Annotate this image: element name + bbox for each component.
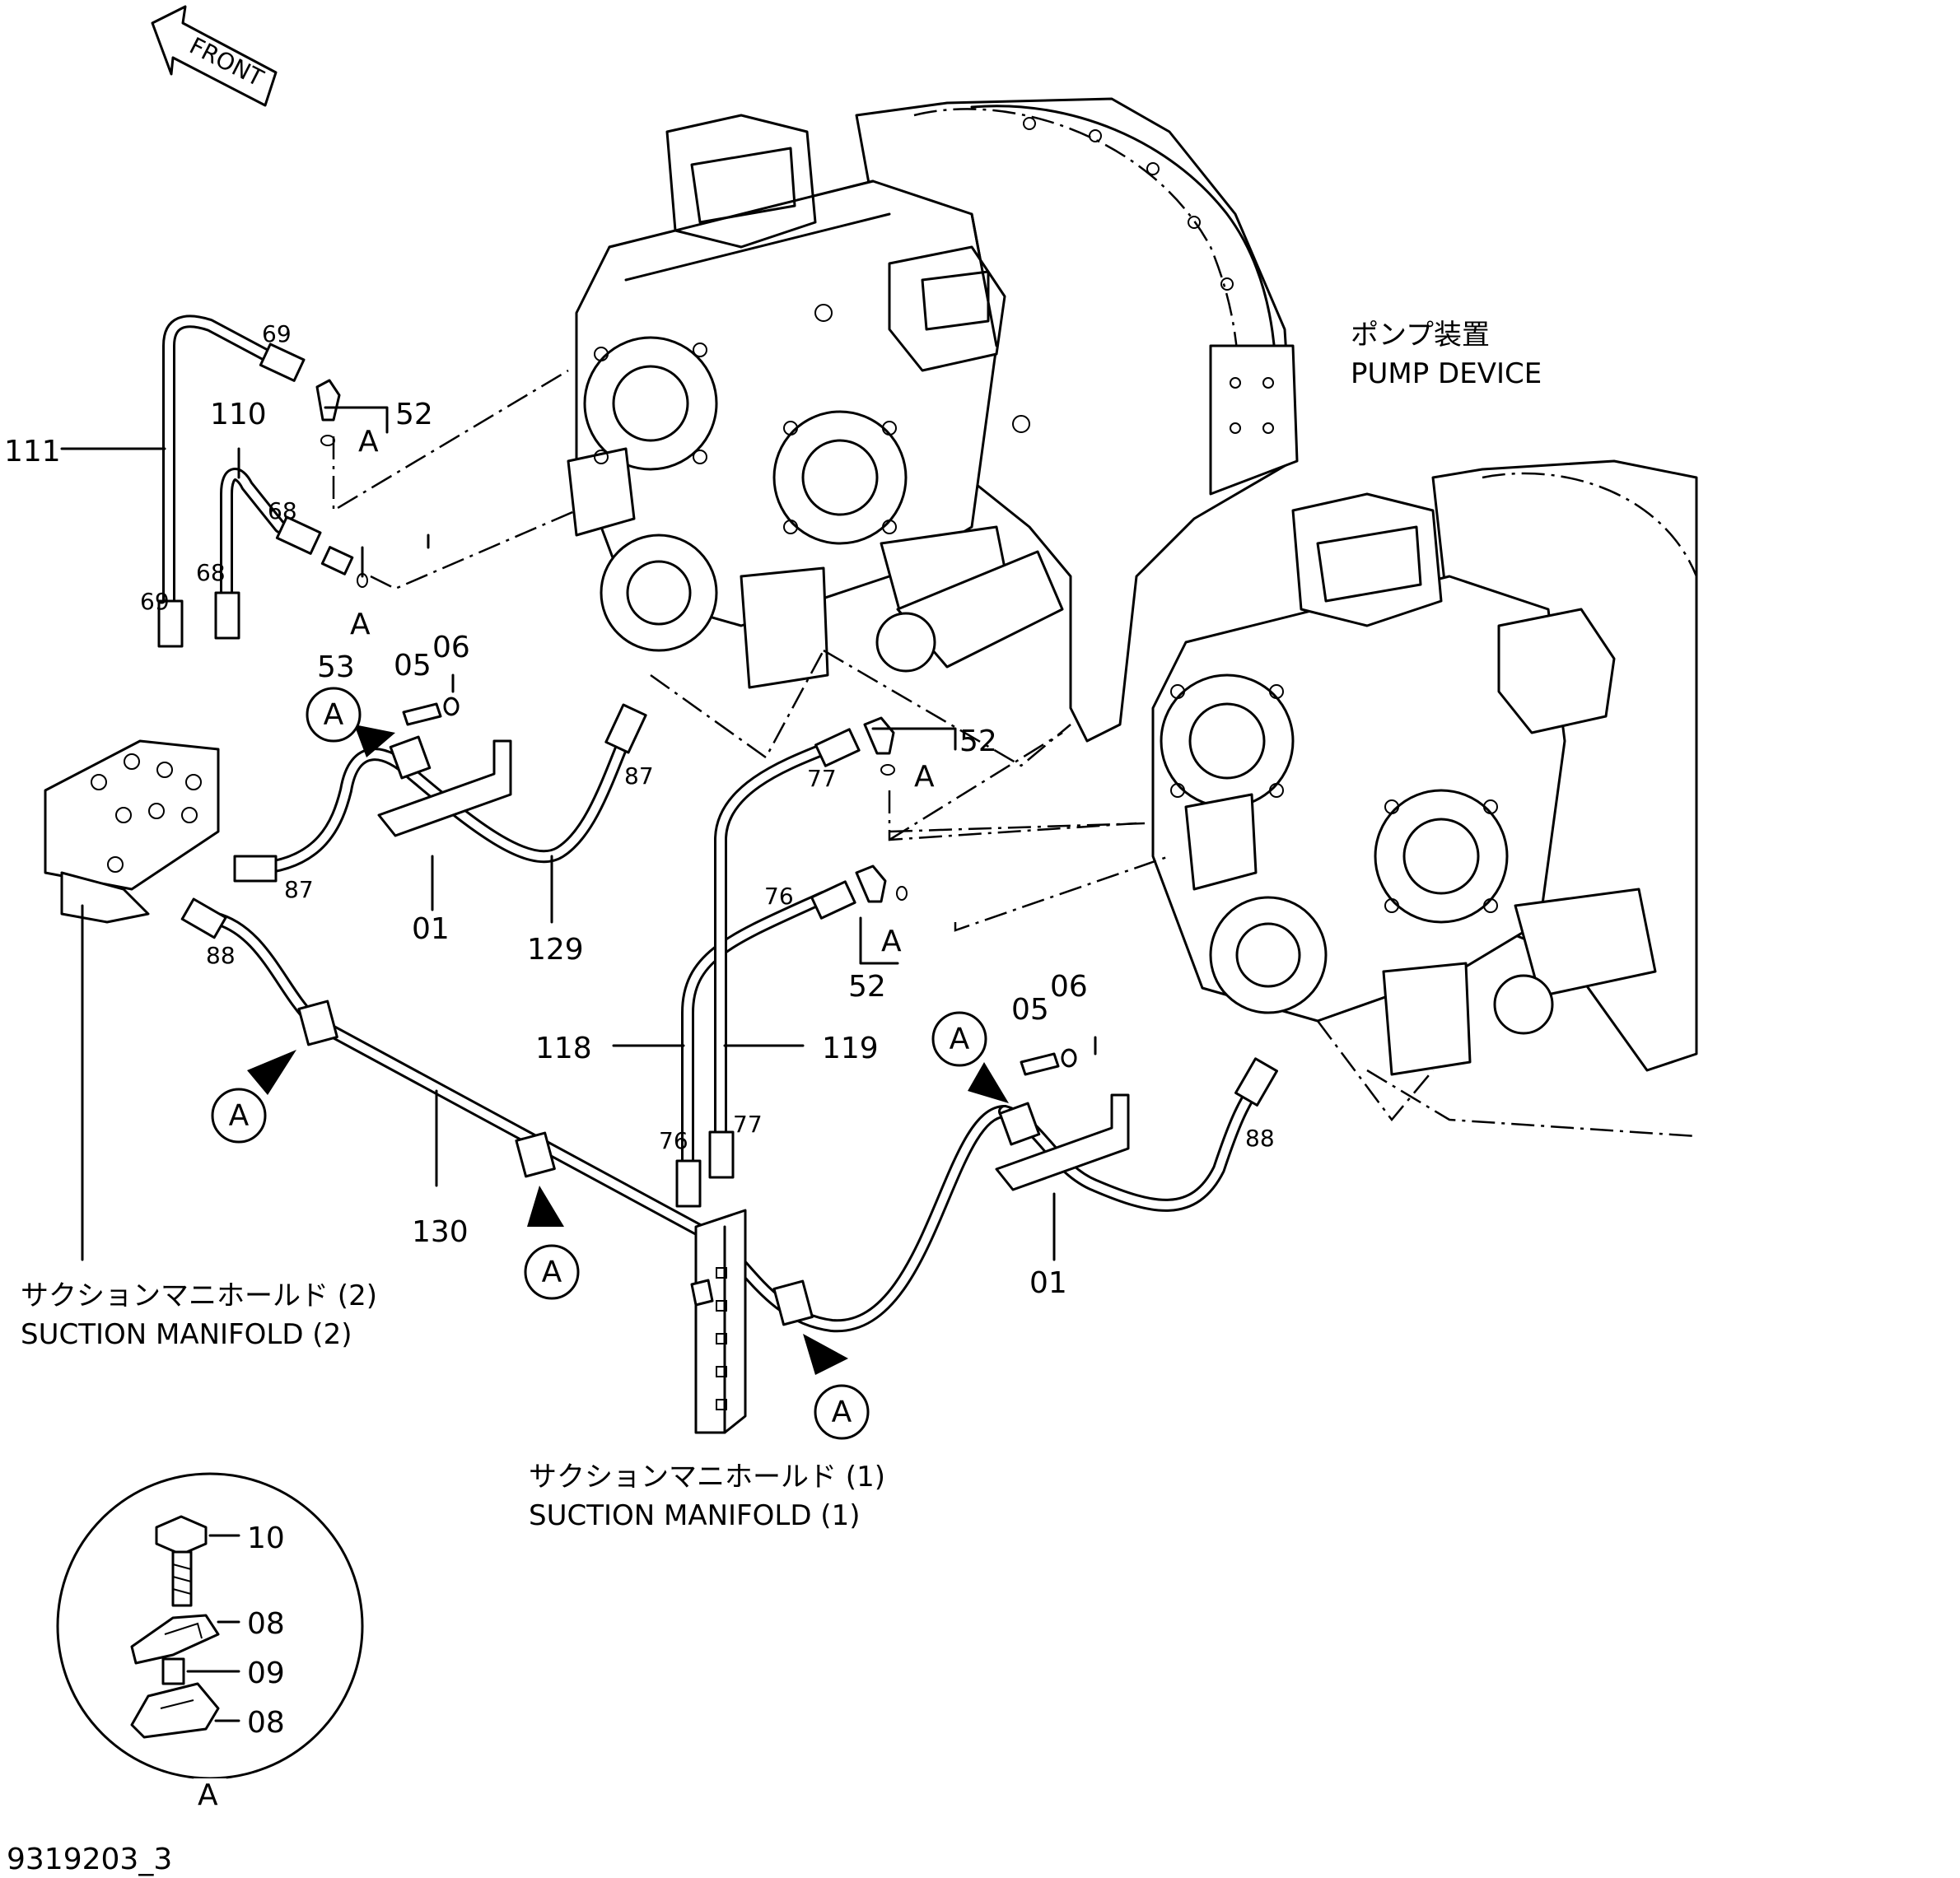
part-130-label: 130 (412, 1215, 469, 1249)
part-77-label: 77 (733, 1111, 763, 1138)
ref-mark-a: A (881, 925, 902, 958)
pump-device-en-label: PUMP DEVICE (1351, 357, 1542, 390)
detail-a: 10 08 09 08 A (56, 1472, 364, 1812)
part-68-label: 68 (268, 497, 297, 524)
callout-label: A (950, 1023, 970, 1056)
part-118-label: 118 (535, 1032, 592, 1065)
part-119-label: 119 (822, 1032, 879, 1065)
part-129-label: 129 (527, 933, 584, 967)
part-52-label: 52 (848, 970, 886, 1004)
pump-device-jp-label: ポンプ装置 (1351, 319, 1490, 352)
drawing-number: 9319203_3 (7, 1843, 172, 1876)
ref-mark-a: A (914, 760, 935, 794)
part-01-label: 01 (1029, 1266, 1067, 1300)
part-110-label: 110 (210, 398, 267, 431)
part-09-label: 09 (247, 1657, 285, 1690)
suction-manifold-1-jp-label: サクションマニホールド (1) (529, 1461, 885, 1494)
callout-a-4: A (803, 1334, 870, 1440)
part-69-label: 69 (262, 320, 292, 347)
part-52-label: 52 (959, 725, 997, 758)
part-52-label: 52 (395, 398, 433, 431)
part-06-label: 06 (1050, 970, 1088, 1004)
callout-a-5: A (931, 1011, 1009, 1103)
part-53-label: 53 (317, 650, 355, 684)
part-08-label: 08 (247, 1706, 285, 1740)
pump-device-lower (1151, 459, 1698, 1076)
part-68-label: 68 (196, 559, 226, 586)
part-111-label: 111 (4, 435, 61, 468)
leader-lines (332, 369, 1697, 1138)
part-10-label: 10 (247, 1522, 285, 1555)
callout-label: A (832, 1396, 852, 1429)
part-labels: 111 110 69 69 68 68 52 52 52 53 05 06 05… (4, 320, 1275, 1300)
part-76-label: 76 (764, 883, 794, 910)
front-arrow: FRONT (151, 5, 278, 107)
suction-manifold-2-en-label: SUCTION MANIFOLD (2) (21, 1318, 352, 1351)
callout-a-3: A (524, 1186, 580, 1300)
suction-manifold-1 (690, 1209, 747, 1434)
part-06-label: 06 (432, 631, 470, 664)
part-87-label: 87 (284, 876, 314, 903)
pump-device-upper (567, 97, 1299, 743)
label-leaders (60, 406, 1097, 1261)
part-77-label: 77 (807, 765, 837, 792)
ref-mark-a: A (358, 425, 379, 459)
assembly-labels: ポンプ装置 PUMP DEVICE サクションマニホールド (2) SUCTIO… (21, 319, 1542, 1532)
part-69-label: 69 (140, 588, 170, 615)
detail-a-label: A (198, 1778, 218, 1812)
ref-mark-a: A (350, 608, 371, 641)
ref-marks: A A A A (350, 425, 935, 958)
part-08-label: 08 (247, 1607, 285, 1641)
suction-manifold-2-jp-label: サクションマニホールド (2) (21, 1279, 377, 1312)
part-88-label: 88 (1245, 1125, 1275, 1152)
callout-a-2: A (211, 1050, 296, 1144)
suction-manifold-1-en-label: SUCTION MANIFOLD (1) (529, 1499, 860, 1532)
part-05-label: 05 (1011, 993, 1049, 1027)
part-05-label: 05 (394, 649, 432, 683)
callout-label: A (542, 1256, 562, 1289)
part-01-label: 01 (412, 912, 450, 946)
callout-label: A (324, 698, 344, 732)
callout-a-1: A (306, 687, 395, 757)
part-88-label: 88 (206, 942, 236, 969)
part-76-label: 76 (659, 1127, 688, 1154)
part-87-label: 87 (624, 762, 654, 790)
callout-label: A (229, 1099, 250, 1133)
fittings (157, 343, 1278, 1326)
suction-manifold-2 (44, 739, 220, 1261)
